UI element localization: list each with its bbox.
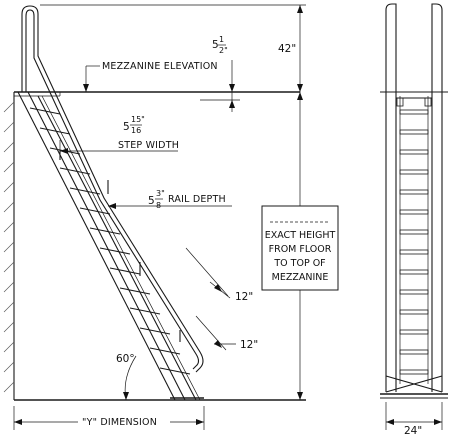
step-width-num: 15" (131, 115, 145, 124)
handrail-height-label: 42" (278, 43, 296, 55)
side-view (3, 5, 306, 401)
height-box: EXACT HEIGHT FROM FLOOR TO TOP OF MEZZAN… (261, 205, 339, 291)
wall (3, 92, 15, 400)
mezzanine-line (14, 91, 300, 97)
rail-depth-num: 3" (156, 189, 165, 198)
step-width-den: 16 (131, 126, 141, 135)
side-dimensions: 42" MEZZANINE ELEVATION 5 1 2" 5 15" 16 … (13, 4, 339, 430)
angle-label: 60° (116, 353, 135, 365)
handrail (21, 5, 204, 373)
angle-dim: 60° (116, 353, 137, 401)
rail-depth-den: 8 (156, 201, 161, 210)
y-dimension: "Y" DIMENSION (13, 406, 205, 430)
height-box-line-4: MEZZANINE (272, 272, 329, 283)
step-width-whole: 5 (123, 121, 130, 133)
y-dimension-label: "Y" DIMENSION (82, 417, 157, 428)
upper-tread-label: 12" (235, 291, 253, 303)
step-width-label: STEP WIDTH (118, 140, 179, 151)
height-box-line-2: FROM FLOOR (269, 244, 332, 255)
stringers (17, 91, 201, 401)
rail-depth-label: RAIL DEPTH (168, 194, 226, 205)
overall-width-label: 24" (404, 425, 422, 437)
treads (29, 107, 191, 375)
mezzanine-elevation-label: MEZZANINE ELEVATION (102, 61, 218, 72)
rail-depth-dim: 5 3" 8 RAIL DEPTH (108, 189, 232, 210)
height-box-line-1: EXACT HEIGHT (265, 230, 336, 241)
front-treads (399, 109, 429, 375)
step-width-dim: 5 15" 16 STEP WIDTH (59, 115, 179, 160)
front-base (380, 375, 448, 399)
height-box-line-3: TO TOP OF (273, 258, 325, 269)
rail-depth-whole: 5 (148, 195, 155, 207)
platform-dim-num: 1 (219, 35, 224, 44)
platform-dim-whole: 5 (212, 39, 219, 51)
lower-tread-dim: 12" (195, 315, 258, 351)
width-dim: 24" (385, 402, 443, 437)
lower-tread-label: 12" (240, 339, 258, 351)
platform-dim-den: 2" (219, 46, 228, 55)
front-view: 24" (380, 3, 448, 437)
upper-tread-dim: 12" (185, 247, 253, 303)
